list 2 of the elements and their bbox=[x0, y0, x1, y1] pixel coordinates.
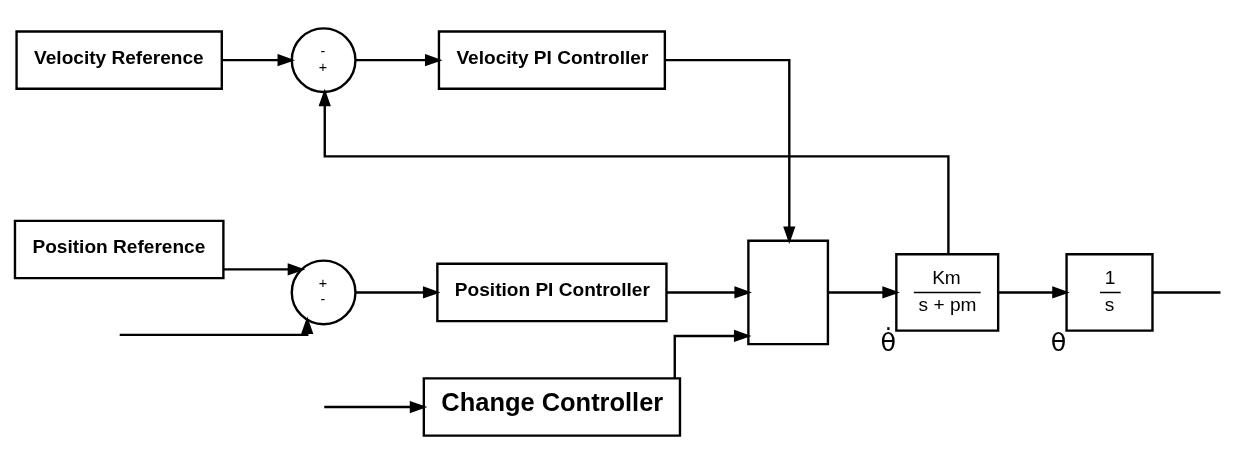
node-label: θ bbox=[1050, 327, 1067, 357]
node-label: θ̇ bbox=[880, 327, 897, 357]
